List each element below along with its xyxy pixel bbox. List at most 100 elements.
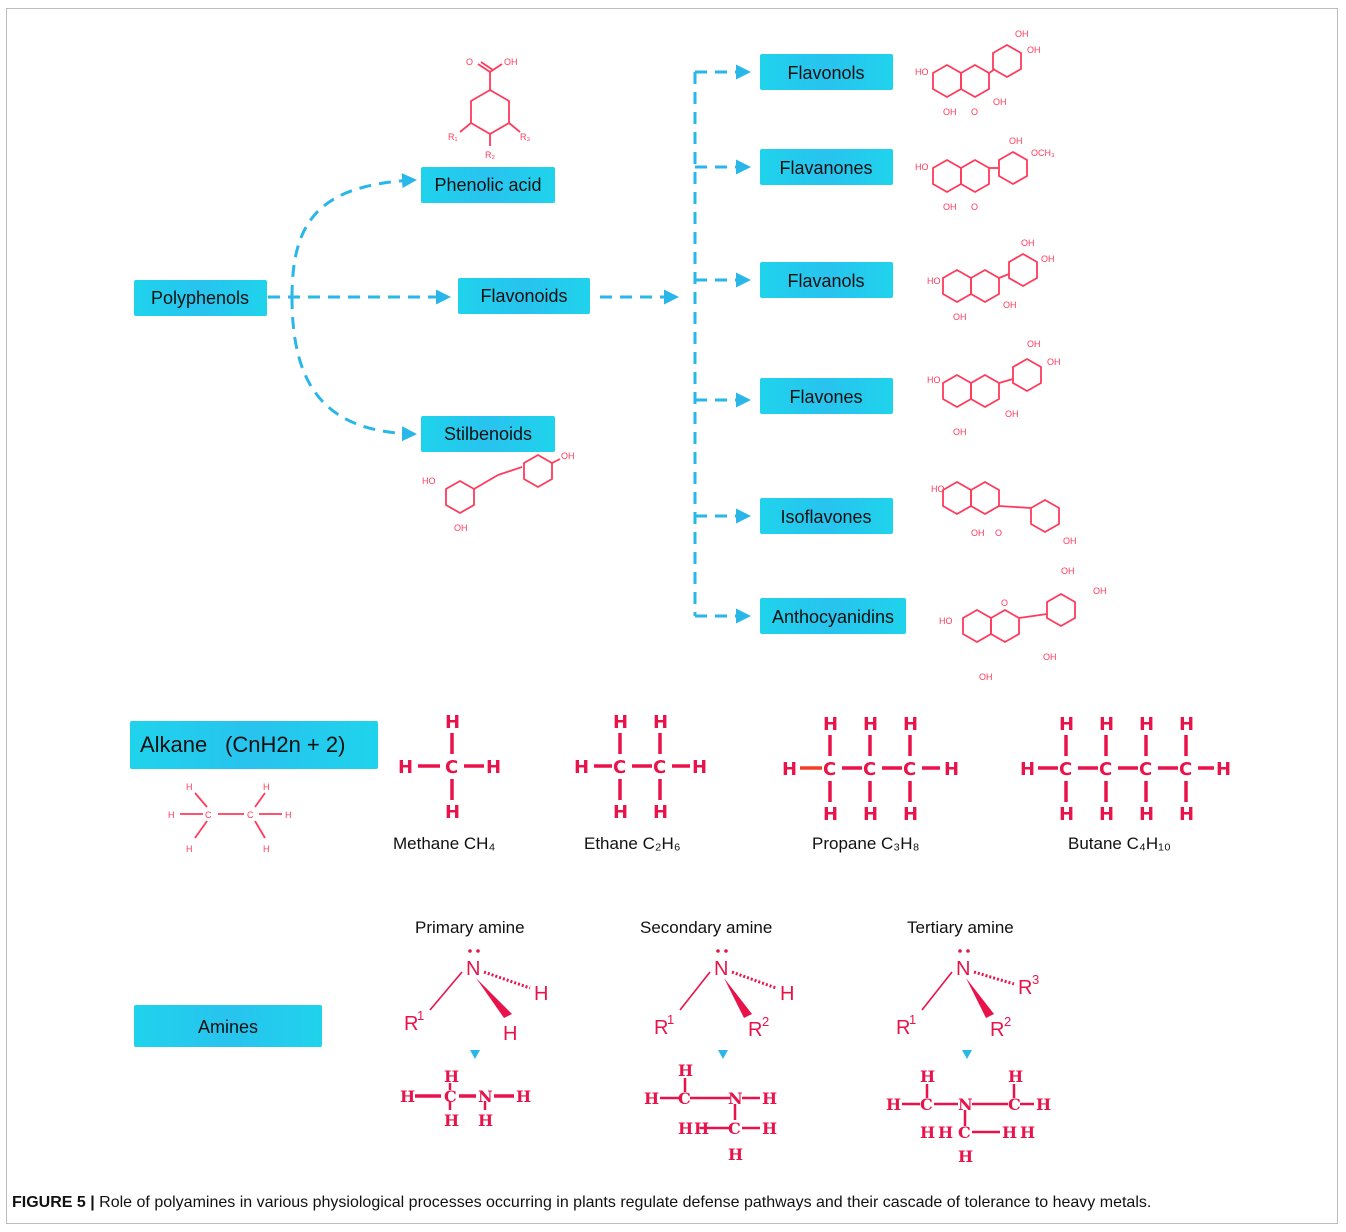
butane-c1: C [1059, 759, 1072, 780]
secondary-r1: R [654, 1017, 668, 1039]
butane-h8: H [1099, 804, 1114, 825]
butane-h2: H [1216, 759, 1231, 780]
label-tertiary-amine: Tertiary amine [907, 918, 1014, 937]
methylamine-h2: H [516, 1087, 531, 1106]
ethane-c1: C [205, 810, 212, 820]
secondary-r2-sup: 2 [762, 1014, 769, 1029]
label-secondary-amine: Secondary amine [640, 918, 772, 937]
structure-tertiary-amine: N R 1 R 3 R 2 [896, 949, 1039, 1059]
figure-caption: FIGURE 5 | Role of polyamines in various… [12, 1194, 1332, 1212]
dimethylamine-n: N [728, 1089, 743, 1108]
flavanone-o: O [971, 202, 978, 212]
tertiary-r3-sup: 3 [1032, 972, 1039, 987]
node-phenolic-acid-label: Phenolic acid [434, 175, 541, 195]
caption-figure-number: FIGURE 5 | [12, 1194, 95, 1211]
node-flavanones: Flavanones [760, 149, 893, 185]
flavanol-oh1: OH [1021, 238, 1035, 248]
label-methane: Methane CH₄ [393, 834, 495, 853]
anthocyanidin-oh4: OH [979, 672, 993, 682]
trimethylamine-h7: H [1002, 1123, 1017, 1142]
butane-h9: H [1139, 804, 1154, 825]
methylamine-c: C [444, 1087, 457, 1106]
trimethylamine-h3: H [920, 1067, 935, 1086]
flow-arrows [268, 64, 751, 624]
dimethylamine-c1: C [678, 1089, 691, 1108]
tertiary-r1-sup: 1 [909, 1012, 916, 1027]
anthocyanidin-oh1: OH [1061, 566, 1075, 576]
trimethylamine-c3: C [958, 1123, 971, 1142]
node-flavonoids-label: Flavonoids [480, 286, 567, 306]
structure-propane: H C C C H H H H H H H [782, 714, 959, 825]
flavonol-oh1: OH [1015, 29, 1029, 39]
isoflavone-o: O [995, 528, 1002, 538]
node-polyphenols: Polyphenols [134, 280, 267, 316]
node-alkane-formula: (CnH2n + 2) [225, 732, 345, 757]
structure-flavanone: HO OH OCH₃ OH O [915, 136, 1055, 212]
node-stilbenoids-label: Stilbenoids [444, 424, 532, 444]
methylamine-h1: H [400, 1087, 415, 1106]
label-ethane: Ethane C₂H₆ [584, 834, 681, 853]
dimethylamine-h1: H [644, 1089, 659, 1108]
flavanone-ho: HO [915, 162, 929, 172]
node-amines: Amines [134, 1005, 322, 1047]
dimethylamine-h2: H [762, 1089, 777, 1108]
ethane2-h3: H [613, 712, 628, 733]
node-flavanones-label: Flavanones [779, 158, 872, 178]
ethane-h1: H [168, 810, 175, 820]
phenolic-r2-label: R₂ [485, 150, 495, 160]
methylamine-n: N [478, 1087, 493, 1106]
butane-h7: H [1059, 804, 1074, 825]
stilbenoid-oh1: OH [561, 451, 575, 461]
dimethylamine-c2: C [728, 1119, 741, 1138]
structure-primary-amine: N R 1 H H [404, 949, 548, 1059]
tertiary-r2: R [990, 1019, 1004, 1041]
node-amines-label: Amines [198, 1017, 258, 1037]
label-primary-amine: Primary amine [415, 918, 525, 937]
structure-butane: H C C C C H H H H H H H H H [1020, 714, 1231, 825]
isoflavone-ho: HO [931, 484, 945, 494]
trimethylamine-h4: H [1008, 1067, 1023, 1086]
flavone-oh3: OH [1005, 409, 1019, 419]
secondary-n: N [714, 958, 728, 980]
trimethylamine-h2: H [1036, 1095, 1051, 1114]
ethane-h4: H [186, 844, 193, 854]
dimethylamine-h6: H [762, 1119, 777, 1138]
stilbenoid-ho: HO [422, 476, 436, 486]
primary-h1: H [534, 983, 548, 1005]
node-alkane-label: Alkane [140, 732, 207, 757]
trimethylamine-h1: H [886, 1095, 901, 1114]
propane-c3: C [903, 759, 916, 780]
stilbenoid-oh2: OH [454, 523, 468, 533]
primary-n: N [466, 958, 480, 980]
flavone-ho: HO [927, 375, 941, 385]
ethane2-h2: H [692, 757, 707, 778]
tertiary-n: N [956, 958, 970, 980]
propane-h1: H [782, 759, 797, 780]
dimethylamine-h3: H [678, 1061, 693, 1080]
node-flavanols: Flavanols [760, 262, 893, 298]
label-propane: Propane C₃H₈ [812, 834, 920, 853]
node-phenolic-acid: Phenolic acid [421, 167, 555, 203]
flavone-oh4: OH [953, 427, 967, 437]
propane-c2: C [863, 759, 876, 780]
flavone-oh2: OH [1047, 357, 1061, 367]
tertiary-r1: R [896, 1017, 910, 1039]
label-butane: Butane C₄H₁₀ [1068, 834, 1171, 853]
dimethylamine-h7: H [728, 1145, 743, 1164]
ethane-h5: H [263, 782, 270, 792]
structure-ethane: H C C H H H H H [574, 712, 707, 823]
propane-h6: H [823, 804, 838, 825]
methane-h3: H [445, 712, 460, 733]
trimethylamine-h6: H [938, 1123, 953, 1142]
ethane2-h6: H [653, 802, 668, 823]
methane-h1: H [398, 757, 413, 778]
ethane2-h1: H [574, 757, 589, 778]
flavanol-oh4: OH [953, 312, 967, 322]
tertiary-r3: R [1018, 977, 1032, 999]
trimethylamine-c2: C [1008, 1095, 1021, 1114]
flavanone-och3: OCH₃ [1031, 148, 1055, 158]
structure-dimethylamine: H C N H H H H C H H [644, 1061, 777, 1164]
phenolic-o-label: O [466, 57, 473, 67]
structure-flavanol: HO OH OH OH OH [927, 238, 1055, 322]
propane-c1: C [823, 759, 836, 780]
